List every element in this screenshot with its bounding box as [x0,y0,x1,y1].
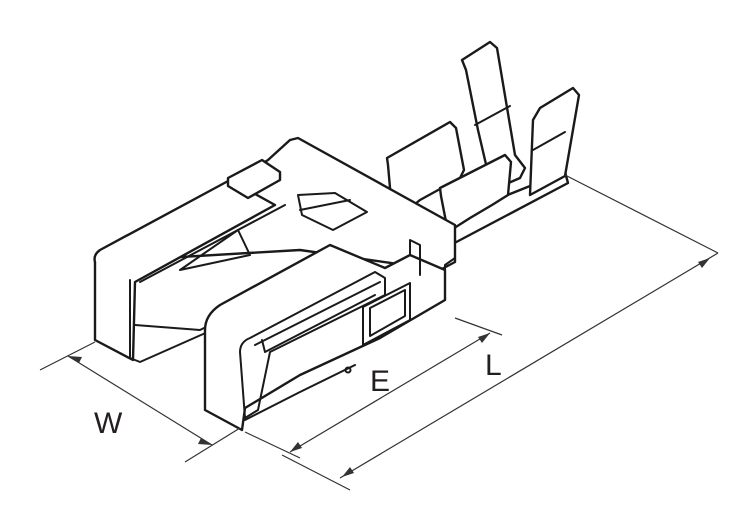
dimension-w: W [39,341,241,463]
dimension-label-w: W [94,407,123,440]
contact-body [93,136,457,432]
dimension-e: E [244,317,503,459]
dimension-label-e: E [370,365,390,398]
dimension-label-l: L [485,349,502,382]
dimension-l: L [281,174,719,491]
